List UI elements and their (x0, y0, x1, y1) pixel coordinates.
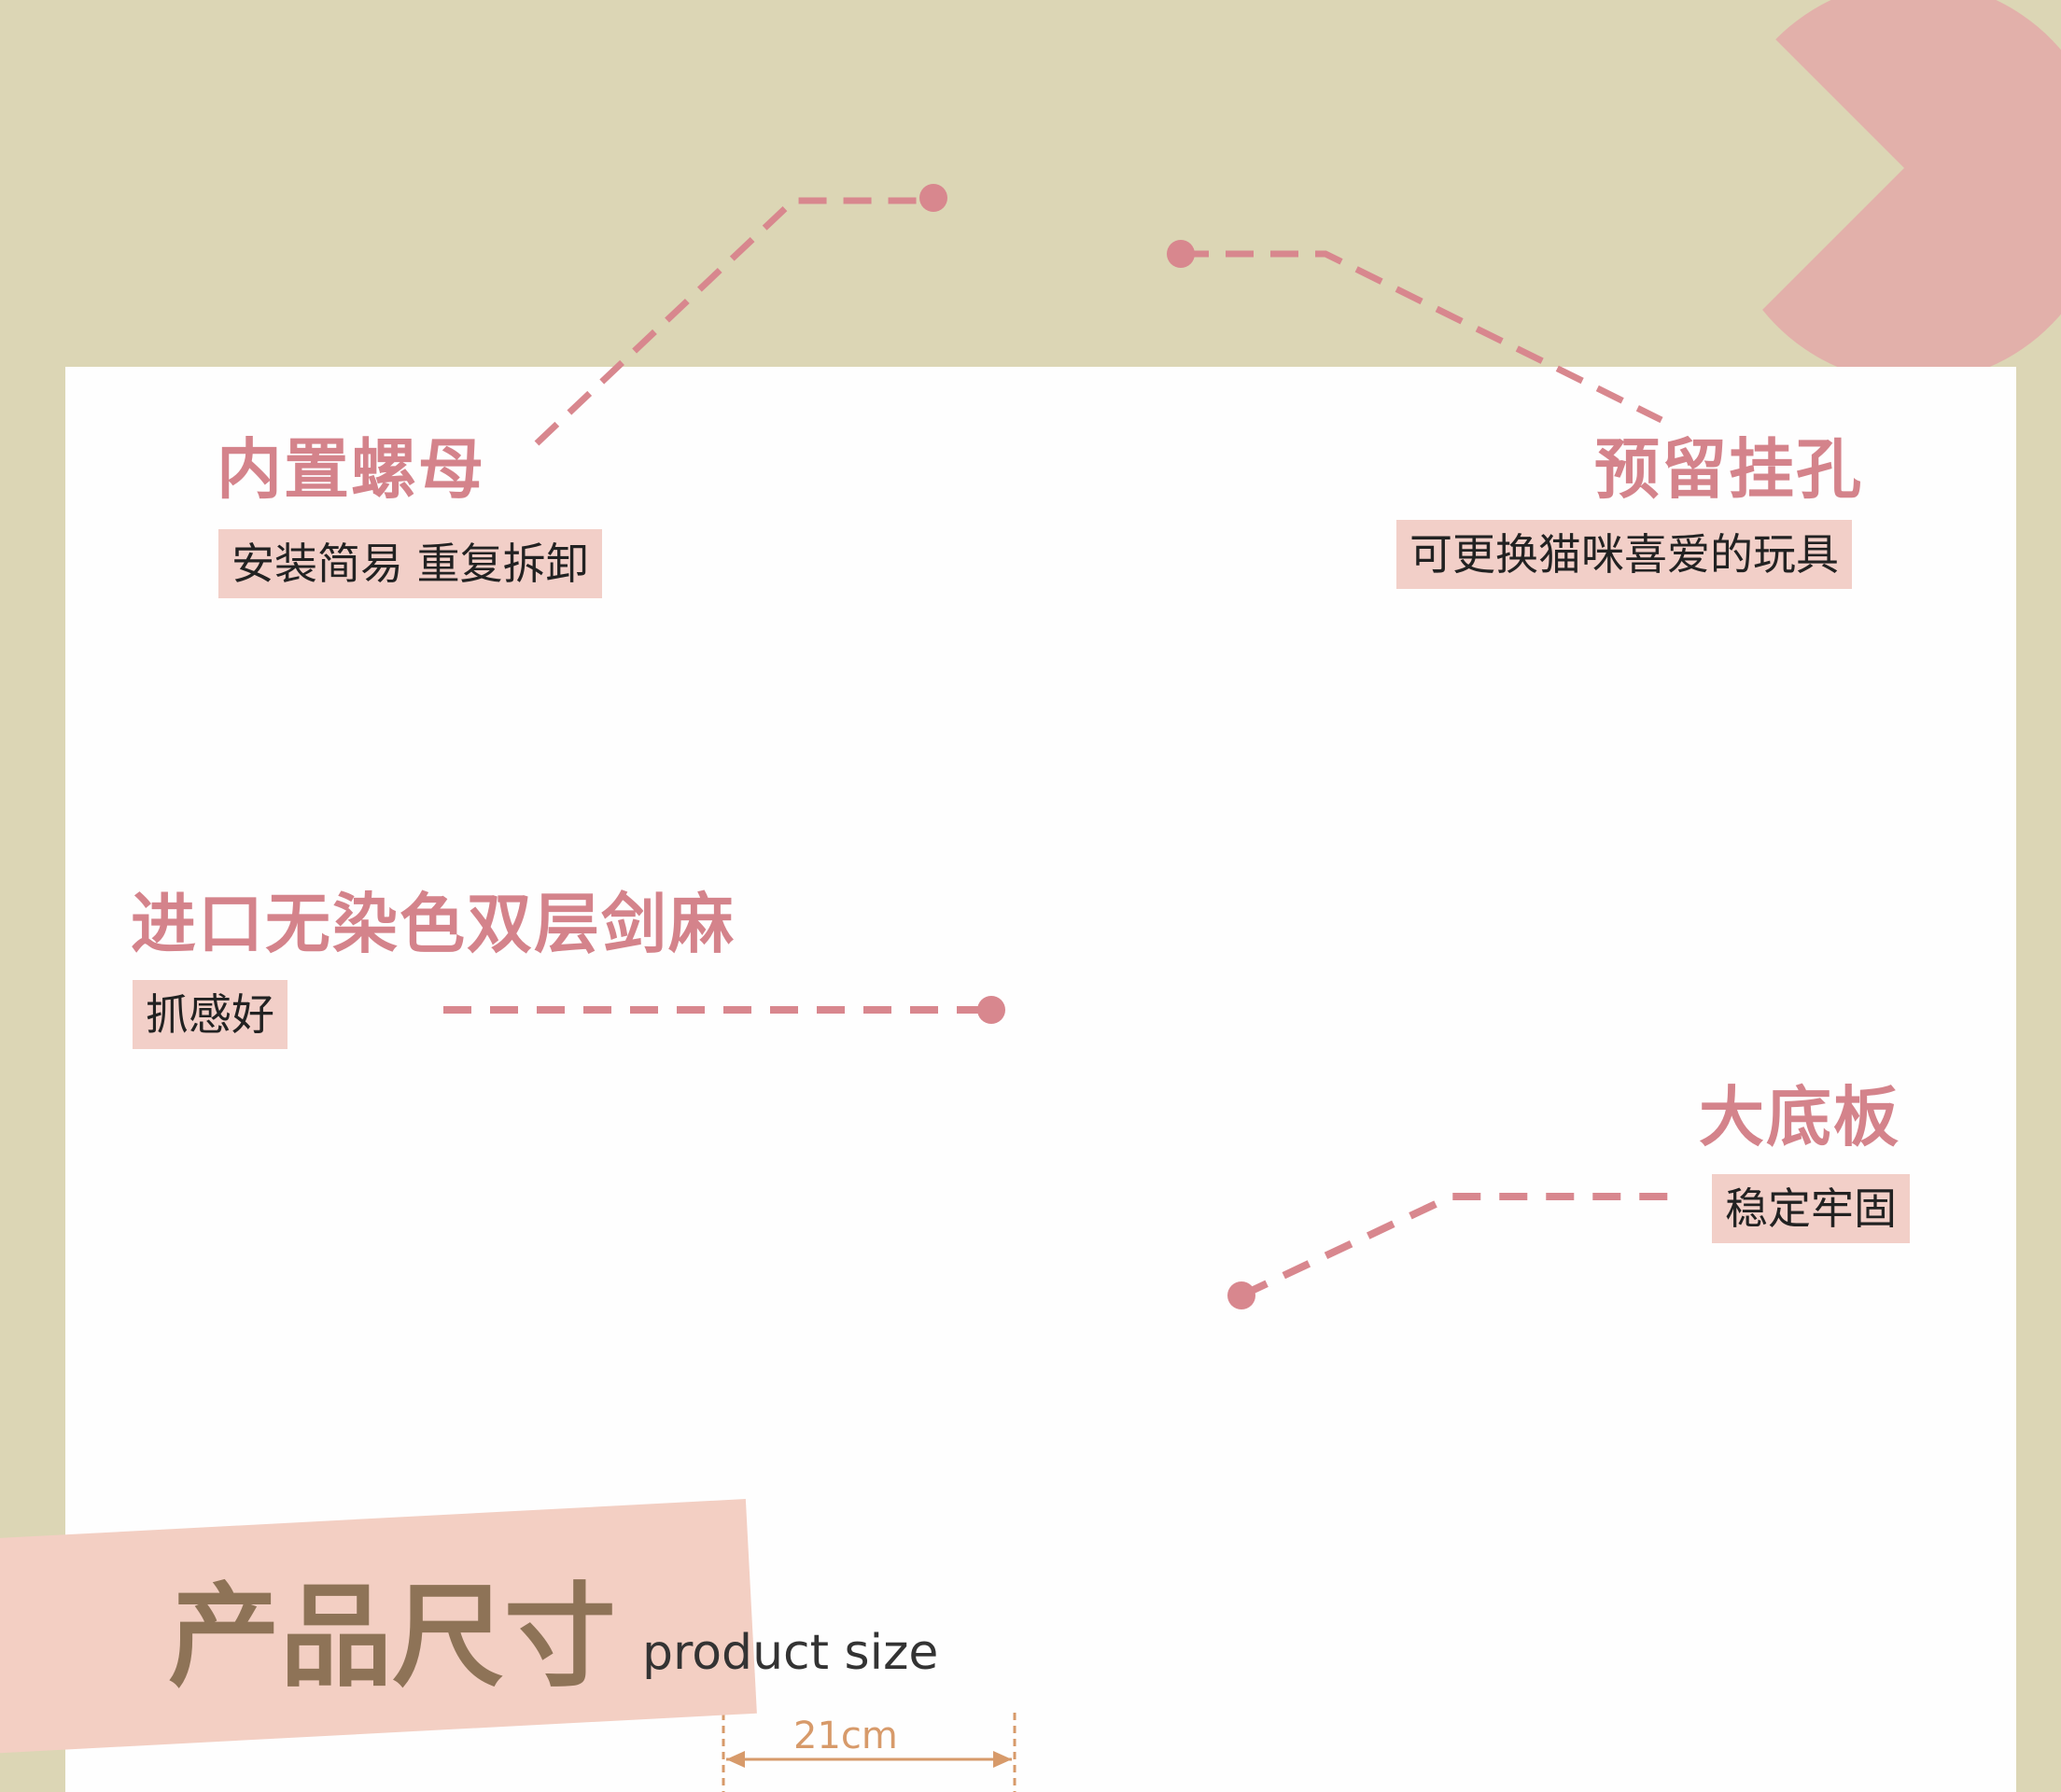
dimension-arrow-right (993, 1751, 1012, 1768)
feature-title-base: 大底板 (1699, 1079, 1900, 1155)
decorative-notch (1699, 0, 1904, 373)
callout-line-nut (534, 197, 933, 446)
feature-tag-nut: 安装简易 重复拆卸 (218, 529, 602, 598)
size-subtitle: product size (642, 1625, 939, 1681)
feature-tag-base: 稳定牢固 (1712, 1174, 1910, 1243)
dimension-label: 21cm (793, 1715, 898, 1757)
feature-title-hook: 预留挂孔 (1594, 431, 1863, 508)
callout-dot-nut (919, 184, 947, 212)
callout-dot-sisal (977, 996, 1005, 1024)
dimension-arrow-left (726, 1751, 745, 1768)
feature-title-sisal: 进口无染色双层剑麻 (131, 886, 736, 962)
feature-tag-sisal: 抓感好 (133, 980, 287, 1049)
feature-tag-hook: 可更换猫咪喜爱的玩具 (1396, 520, 1852, 589)
callout-line-base (1240, 1193, 1680, 1299)
callout-dot-hook (1167, 240, 1195, 268)
callout-line-hook (1181, 250, 1663, 424)
callout-dot-base (1227, 1281, 1255, 1309)
feature-title-nut: 内置螺母 (217, 431, 485, 508)
size-title: 产品尺寸 (168, 1573, 616, 1702)
